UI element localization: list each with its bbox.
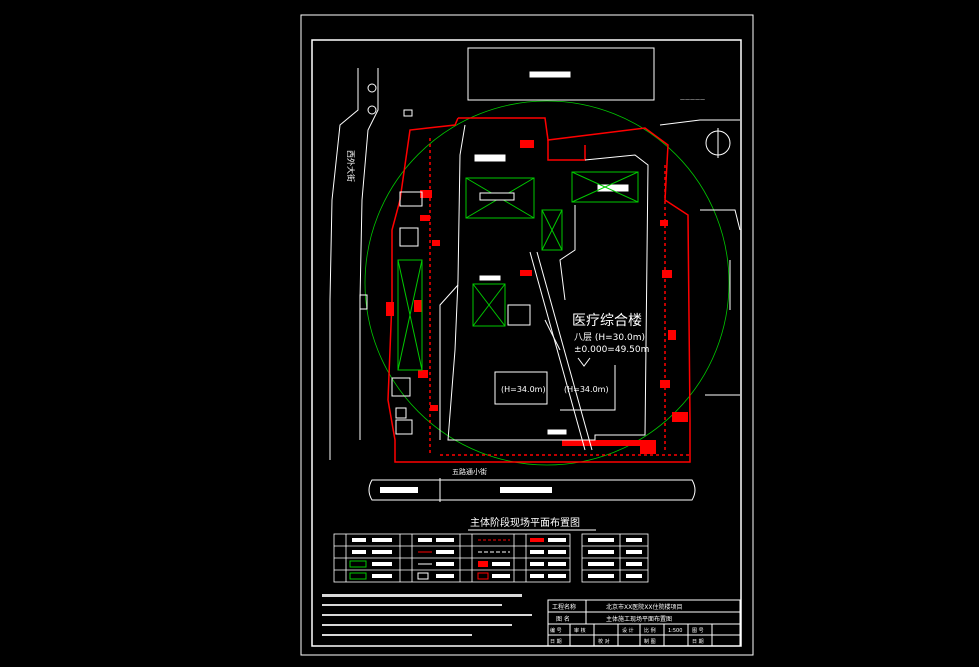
drawing-title: 主体阶段现场平面布置图 — [470, 516, 580, 529]
building-outline — [439, 124, 649, 441]
tb-r4-c4: 日 期 — [692, 639, 704, 645]
tb-r3-c2: 审 核 — [574, 627, 586, 634]
title-block — [547, 599, 741, 647]
datum-marker — [577, 357, 591, 367]
crane-block-3 — [541, 209, 563, 251]
tb-r3-c4: 比 例 — [644, 627, 656, 634]
tb-r4-c1: 日 期 — [550, 639, 562, 645]
title-block-project-name: 北京市XX医院XX住院楼项目 — [606, 603, 682, 611]
tb-r3-c3: 设 计 — [622, 627, 634, 634]
legend-table — [333, 533, 571, 583]
south-road — [368, 478, 696, 502]
title-block-project-label: 工程名称 — [552, 603, 576, 611]
crane-block-5 — [397, 259, 423, 371]
sheet-outer-border — [300, 14, 754, 656]
sheet-inner-border — [311, 39, 742, 647]
block-height-1: (H=34.0m) — [501, 385, 546, 394]
tb-r4-c2: 校 对 — [598, 638, 610, 645]
legend-table-2 — [581, 533, 649, 583]
title-block-drawing-name: 主体施工现场平面布置图 — [606, 615, 672, 623]
site-fence — [387, 117, 691, 463]
notes-block — [322, 594, 532, 636]
crane-jib — [529, 251, 593, 451]
tb-r3-c6: 图 号 — [692, 628, 704, 634]
north-existing-building — [467, 47, 655, 101]
west-road — [329, 68, 379, 460]
crane-block-1 — [465, 177, 535, 219]
road-south-label: 五路通小街 — [452, 467, 487, 476]
ne-note: ————— — [680, 97, 705, 103]
tb-r4-c3: 制 图 — [644, 638, 656, 645]
west-fixtures — [391, 109, 423, 435]
north-arrow-icon — [705, 128, 731, 158]
tb-r3-c1: 编 号 — [550, 627, 562, 634]
road-west-label: 西外大街 — [346, 150, 356, 182]
crane-block-2 — [571, 171, 639, 203]
building-name-label: 医疗综合楼 — [572, 313, 642, 329]
legend-symbols — [349, 538, 566, 580]
east-site-lines — [659, 119, 741, 396]
legend-2-symbols — [588, 538, 642, 578]
block-1 — [494, 371, 548, 405]
tb-r3-c5: 1:500 — [668, 628, 682, 634]
block-height-2: (H=34.0m) — [564, 385, 609, 394]
title-block-drawing-label: 图 名 — [556, 615, 570, 623]
building-datum-label: ±0.000=49.50m — [574, 345, 649, 355]
building-floors-label: 八层 (H=30.0m) — [574, 332, 645, 343]
crane-block-4 — [472, 283, 531, 327]
crane-radius-circle — [364, 100, 730, 466]
fence-details — [386, 140, 688, 454]
